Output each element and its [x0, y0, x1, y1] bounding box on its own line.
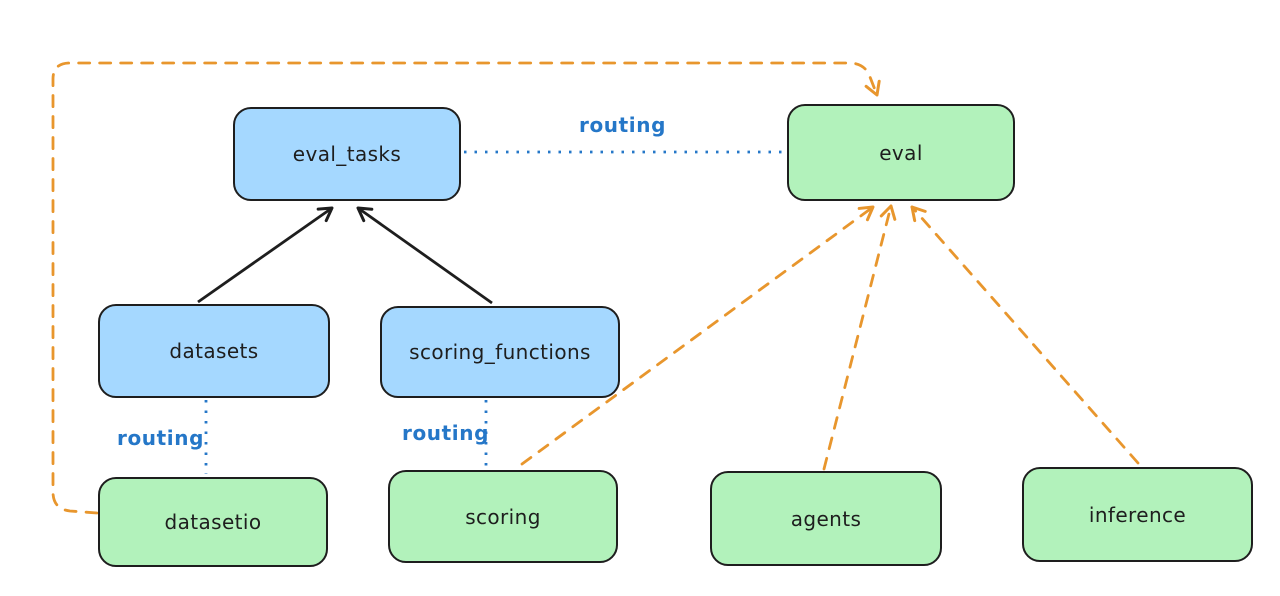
edge-label-routing-scoring-functions-scoring: routing [402, 421, 490, 445]
node-datasetio-label: datasetio [164, 510, 262, 534]
node-eval: eval [787, 104, 1015, 201]
node-scoring-functions: scoring_functions [380, 306, 620, 398]
node-inference: inference [1022, 467, 1253, 562]
node-scoring-functions-label: scoring_functions [409, 340, 591, 364]
node-scoring-label: scoring [465, 504, 541, 529]
node-eval-label: eval [879, 140, 923, 165]
node-agents-label: agents [790, 506, 862, 531]
node-inference-label: inference [1088, 502, 1187, 527]
edge-scoring-functions-to-eval-tasks [356, 206, 493, 305]
edge-agents-to-eval [822, 204, 897, 471]
node-datasets: datasets [98, 304, 330, 398]
edge-label-routing-datasets-datasetio: routing [117, 426, 205, 450]
edge-datasets-to-eval-tasks [197, 206, 334, 304]
node-datasets-label: datasets [169, 339, 259, 363]
node-eval-tasks: eval_tasks [233, 107, 461, 201]
node-scoring: scoring [388, 470, 618, 563]
edge-inference-to-eval [910, 205, 1140, 465]
edge-label-routing-eval-tasks-eval: routing [579, 113, 667, 137]
node-agents: agents [710, 471, 942, 566]
node-eval-tasks-label: eval_tasks [292, 142, 402, 166]
node-datasetio: datasetio [98, 477, 328, 567]
